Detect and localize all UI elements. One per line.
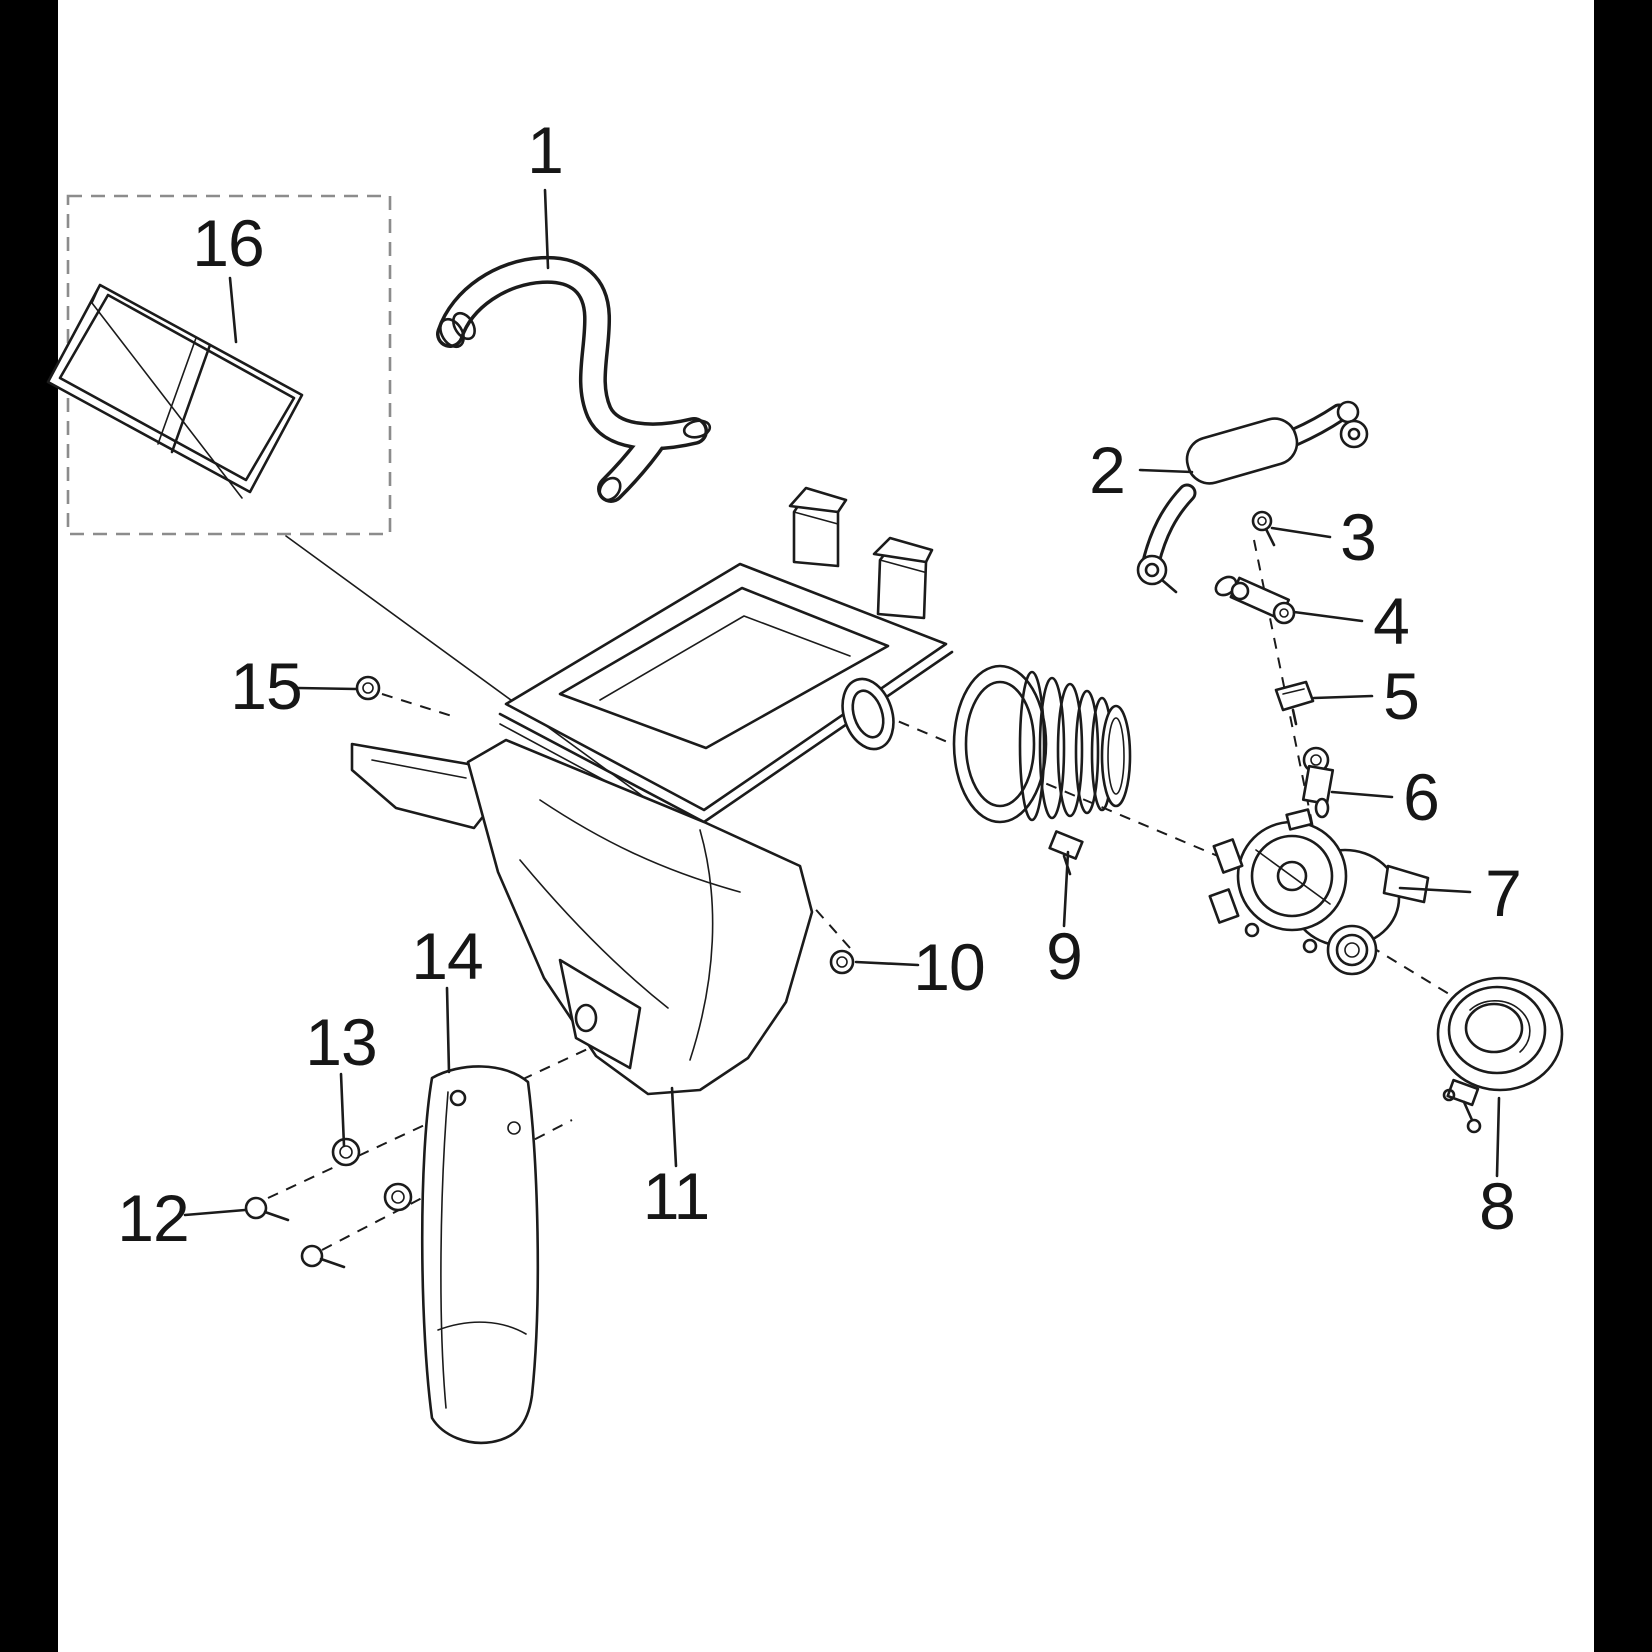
part-callout-13: 13 (305, 1005, 377, 1079)
intake-duct-part-9 (952, 664, 1132, 876)
injector-part-6 (1301, 746, 1335, 819)
throttle-body-part-7 (1208, 808, 1430, 976)
part-callout-3: 3 (1340, 500, 1377, 574)
part-callout-16: 16 (192, 206, 264, 280)
bolt-part-15 (355, 675, 381, 701)
part-callout-2: 2 (1089, 433, 1126, 507)
drawing-area (58, 0, 1594, 1652)
washers-part-13 (331, 1137, 413, 1212)
part-callout-9: 9 (1046, 919, 1083, 993)
bolt-part-3 (1251, 510, 1276, 547)
fuel-hose-part-2 (1136, 400, 1369, 594)
part-callout-11: 11 (642, 1159, 711, 1233)
filter-element-part-16 (46, 283, 304, 499)
breather-hose-part-1 (436, 255, 712, 503)
part-callout-14: 14 (411, 919, 483, 993)
part-callout-10: 10 (913, 930, 985, 1004)
part-callout-5: 5 (1383, 659, 1420, 733)
part-callout-6: 6 (1403, 760, 1440, 834)
part-callout-15: 15 (230, 649, 302, 723)
part-callout-8: 8 (1479, 1169, 1516, 1243)
part-callout-7: 7 (1485, 856, 1522, 930)
part-callout-12: 12 (117, 1181, 189, 1255)
screw-part-10 (829, 949, 855, 975)
part-callout-1: 1 (527, 113, 564, 187)
leader-lines (183, 188, 1501, 1217)
clamp-part-5 (1274, 680, 1315, 726)
screws-part-12 (244, 1196, 346, 1269)
fuel-joint-part-4 (1214, 575, 1296, 625)
part-callout-4: 4 (1373, 584, 1410, 658)
shield-part-14 (420, 1065, 540, 1445)
airbox-part-11 (350, 486, 954, 1096)
intake-ring-part-8 (1436, 976, 1564, 1134)
